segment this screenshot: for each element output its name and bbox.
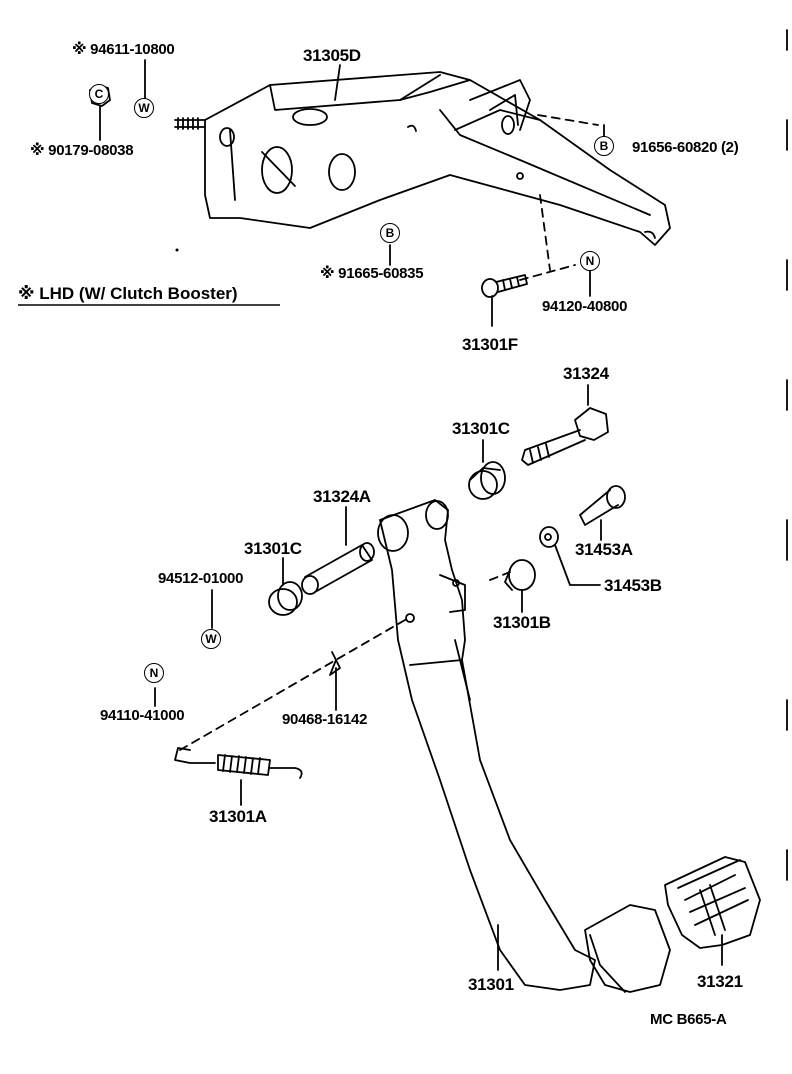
label-94110-41000: 94110-41000 [100,707,185,724]
label-90468-16142: 90468-16142 [282,711,368,728]
label-31305D: 31305D [303,46,361,65]
spring-31301A [174,747,303,779]
pedal-pad-mount [584,904,671,993]
bushing-31453B [539,526,559,548]
label-31453B: 31453B [604,576,662,595]
label-31301C-lower: 31301C [244,539,302,558]
label-31301: 31301 [468,975,514,994]
collar-31324A [301,542,375,595]
nut-badge-N-lower: N [144,663,164,683]
label-31301A: 31301A [209,807,267,826]
label-91656-60820: 91656-60820 (2) [632,139,739,156]
lhd-note: ※ LHD (W/ Clutch Booster) [18,284,238,303]
label-31324A: 31324A [313,487,371,506]
washer-badge-W: W [134,98,154,118]
label-94512-01000: 94512-01000 [158,570,244,587]
label-31301F: 31301F [462,335,518,354]
pin-31453A [579,485,626,526]
nut-badge-N-upper: N [580,251,600,271]
cushion-31301B [504,559,536,591]
pedal-pad-31321 [664,856,761,949]
label-31301C-upper: 31301C [452,419,510,438]
pedal-bracket-31305D [174,71,671,246]
leader-lines [144,59,723,971]
bolt-31324 [521,407,609,466]
bolt-badge-B-lower: B [380,223,400,243]
washer-badge-W-lower: W [201,629,221,649]
label-31301B: 31301B [493,613,551,632]
clutch-pedal-arm-31301 [377,499,596,991]
bolt-31301F [481,274,528,298]
label-31324: 31324 [563,364,609,383]
dashed-guides [179,114,599,751]
label-31321: 31321 [697,972,743,991]
label-90179-08038: ※ 90179-08038 [30,142,134,159]
bolt-badge-B-right: B [594,136,614,156]
clip-90468-16142 [329,651,341,676]
nut-badge-C: C [89,84,109,104]
label-91665-60835: ※ 91665-60835 [320,265,424,282]
label-94120-40800: 94120-40800 [542,298,628,315]
bushing-31301C-lower [268,581,303,616]
label-94611-10800: ※ 94611-10800 [72,41,175,58]
footer-code: MC B665-A [650,1011,727,1028]
label-31453A: 31453A [575,540,633,559]
bushing-31301C-upper [468,461,506,500]
